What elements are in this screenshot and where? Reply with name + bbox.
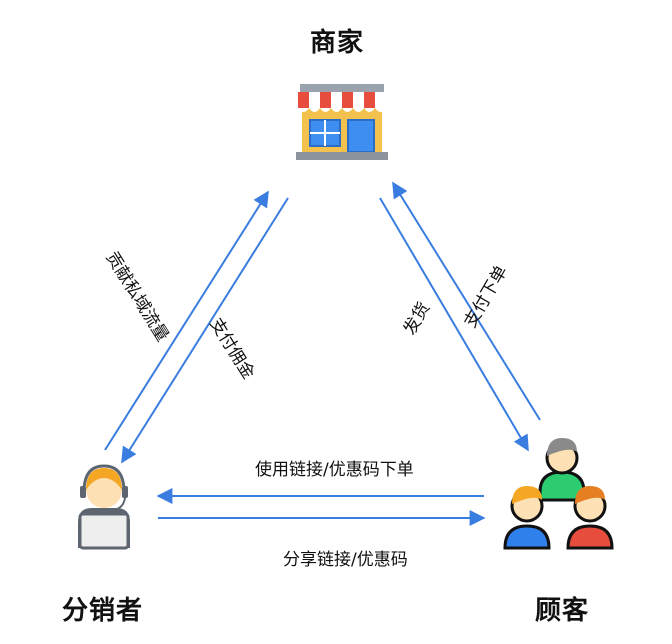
customer-title: 顾客 xyxy=(535,596,590,626)
label-share-link: 分享链接/优惠码 xyxy=(283,550,408,570)
arrow-customer-to-merchant xyxy=(392,181,541,421)
arrow-distributor-to-merchant xyxy=(104,190,269,451)
merchant-title: 商家 xyxy=(310,28,365,58)
label-use-link-order: 使用链接/优惠码下单 xyxy=(255,460,414,480)
headset-agent-icon xyxy=(78,464,130,550)
arrow-merchant-to-distributor xyxy=(121,197,289,464)
distributor-title: 分销者 xyxy=(62,596,144,626)
storefront-icon xyxy=(296,84,388,160)
customer-group-icon xyxy=(503,438,614,550)
arrow-merchant-to-customer xyxy=(379,197,529,452)
